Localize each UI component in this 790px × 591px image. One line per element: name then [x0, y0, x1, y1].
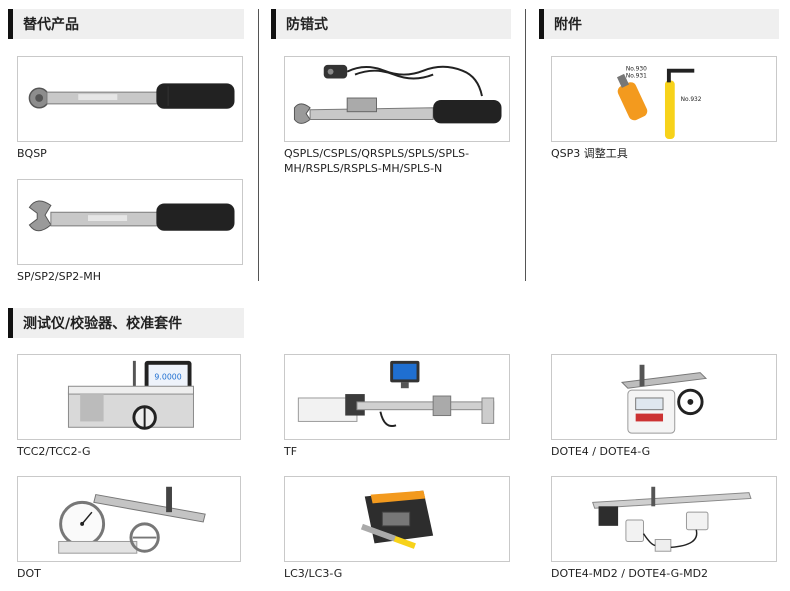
product-caption: DOTE4-MD2 / DOTE4-G-MD2: [551, 567, 709, 580]
header-accent-bar: [8, 308, 13, 338]
section-title: 测试仪/校验器、校准套件: [23, 316, 183, 332]
ratchet-torque-wrench-icon: [28, 83, 235, 109]
torque-tester-bench-icon: 9.0000: [67, 360, 194, 430]
tester-display-readout: 9.0000: [154, 372, 181, 381]
product-caption: SP/SP2/SP2-MH: [17, 270, 101, 283]
section-header-error-proof: 防错式: [271, 9, 511, 39]
digital-torque-tester-icon: [620, 364, 708, 434]
dial-torque-tester-icon: [58, 486, 206, 554]
product-caption: QSP3 调整工具: [551, 147, 628, 160]
tester-with-extension-bar-icon: [592, 486, 752, 552]
product-card-tcc2[interactable]: 9.0000: [17, 354, 241, 440]
header-accent-bar: [271, 9, 276, 39]
section-header-testers: 测试仪/校验器、校准套件: [8, 308, 244, 338]
load-cell-checker-icon: [360, 490, 434, 549]
adjustment-tools-icon: No.930 No.931 No.932: [616, 67, 702, 140]
header-accent-bar: [8, 9, 13, 39]
product-caption: TF: [284, 445, 298, 458]
section-header-alternatives: 替代产品: [8, 9, 244, 39]
product-caption: QSPLS/CSPLS/QRSPLS/SPLS/SPLS-MH/RSPLS/RS…: [284, 147, 470, 175]
product-card-tf[interactable]: [284, 354, 510, 440]
spanner-torque-wrench-icon: [28, 200, 235, 232]
tool-label-931: No.931: [626, 74, 647, 80]
column-divider: [258, 9, 259, 281]
column-divider: [525, 9, 526, 281]
product-card-dote4[interactable]: [551, 354, 777, 440]
product-card-qspls[interactable]: [284, 56, 510, 142]
product-caption: DOTE4 / DOTE4-G: [551, 445, 651, 458]
product-card-qsp3[interactable]: No.930 No.931 No.932: [551, 56, 777, 142]
product-caption: BQSP: [17, 147, 47, 160]
product-card-dot[interactable]: [17, 476, 241, 562]
product-card-dote4-md2[interactable]: [551, 476, 777, 562]
wrench-with-cable-icon: [293, 64, 502, 124]
tool-label-930: No.930: [626, 67, 647, 73]
product-card-lc3[interactable]: [284, 476, 510, 562]
section-header-accessories: 附件: [539, 9, 779, 39]
tester-rail-with-monitor-icon: [297, 360, 495, 427]
product-card-bqsp[interactable]: [17, 56, 243, 142]
header-accent-bar: [539, 9, 544, 39]
section-title: 附件: [554, 17, 582, 33]
product-card-sp[interactable]: [17, 179, 243, 265]
section-title: 防错式: [286, 17, 328, 33]
product-caption: LC3/LC3-G: [284, 567, 343, 580]
tool-label-932: No.932: [681, 97, 702, 103]
product-caption: DOT: [17, 567, 41, 580]
product-caption: TCC2/TCC2-G: [17, 445, 91, 458]
section-title: 替代产品: [23, 17, 79, 33]
